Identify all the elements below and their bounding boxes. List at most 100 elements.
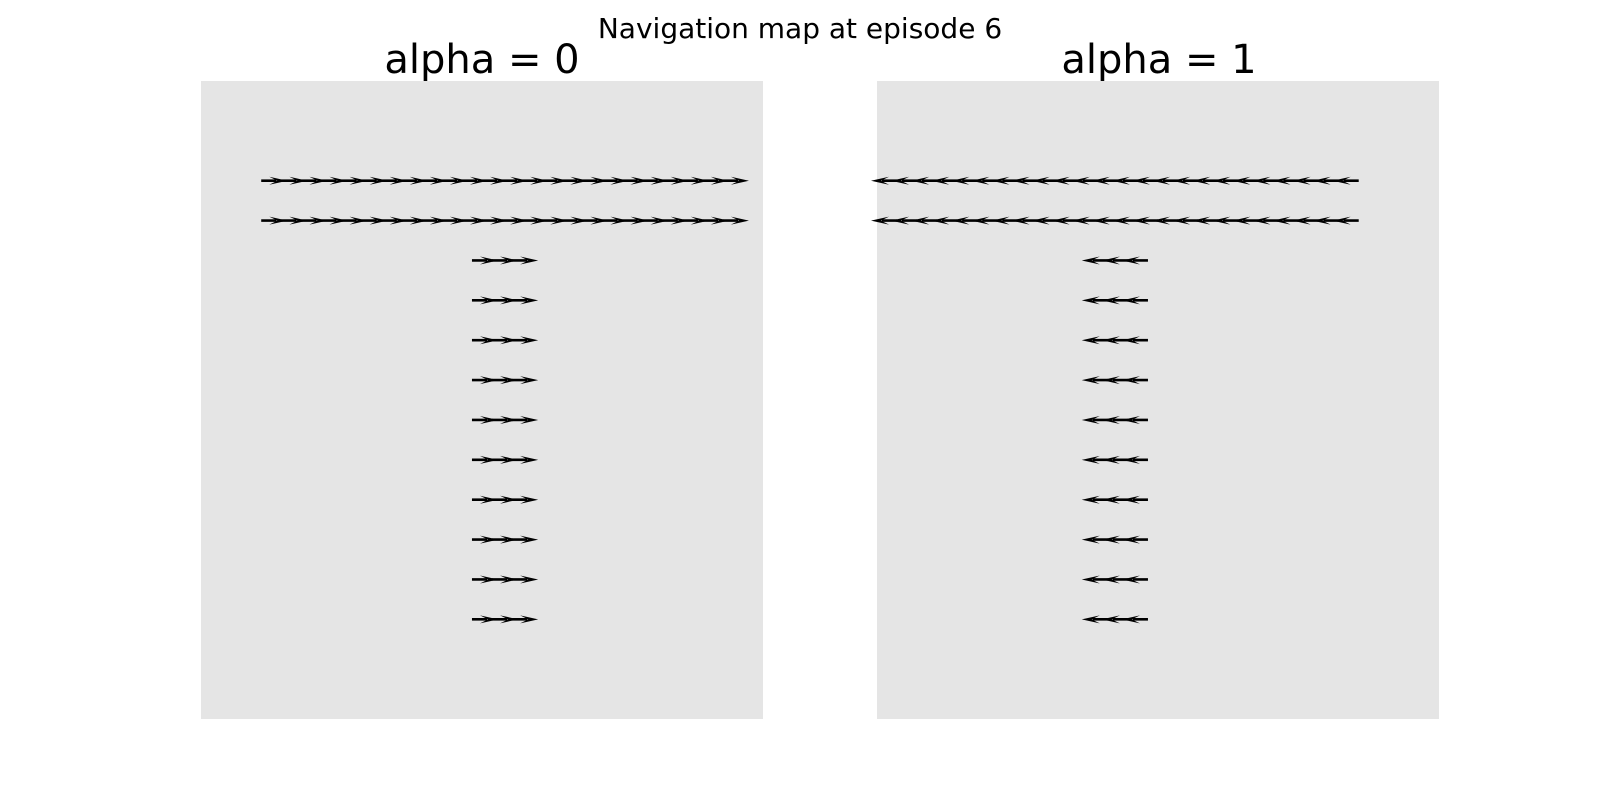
- arrow-head: [630, 216, 649, 225]
- arrow-head: [309, 176, 328, 185]
- arrow: [471, 455, 499, 464]
- arrow-head: [1151, 216, 1171, 225]
- arrow-head: [469, 176, 489, 185]
- arrow: [441, 216, 468, 225]
- arrow-head: [490, 176, 509, 185]
- arrow-head: [1101, 455, 1120, 464]
- arrow-head: [550, 176, 569, 185]
- arrow-head: [1081, 296, 1100, 305]
- arrow-head: [670, 176, 689, 185]
- arrow: [492, 376, 519, 385]
- arrow-head: [891, 216, 910, 225]
- arrow-head: [1131, 176, 1150, 185]
- arrow-head: [1292, 176, 1311, 185]
- arrow: [471, 495, 499, 504]
- arrow-head: [870, 216, 890, 225]
- arrow-row: [1081, 415, 1148, 424]
- arrow-head: [710, 216, 729, 225]
- arrow: [512, 256, 539, 265]
- arrow: [512, 615, 539, 624]
- arrow-head: [1272, 216, 1291, 225]
- arrow-head: [500, 495, 519, 504]
- arrow: [562, 176, 589, 185]
- arrow: [1121, 575, 1148, 584]
- arrow-head: [329, 176, 348, 185]
- arrow-head: [1121, 535, 1140, 544]
- arrow-head: [500, 415, 519, 424]
- arrow-head: [479, 535, 499, 544]
- arrow-head: [1121, 615, 1140, 624]
- arrow: [341, 176, 368, 185]
- arrow: [492, 256, 519, 265]
- arrow-row: [1081, 376, 1148, 385]
- arrow: [502, 176, 529, 185]
- arrow: [301, 176, 328, 185]
- arrow-head: [1101, 535, 1120, 544]
- arrow-row: [1081, 535, 1148, 544]
- arrow-head: [971, 216, 990, 225]
- arrow-head: [1121, 296, 1140, 305]
- arrow-head: [891, 176, 910, 185]
- arrow-head: [1051, 176, 1070, 185]
- arrow: [471, 415, 499, 424]
- arrow-head: [710, 176, 729, 185]
- arrow: [582, 176, 609, 185]
- arrow: [682, 216, 709, 225]
- arrow: [642, 216, 669, 225]
- arrow-head: [1011, 216, 1030, 225]
- panel-alpha-1: alpha = 1: [870, 37, 1439, 719]
- arrow-head: [1081, 256, 1100, 265]
- arrow: [642, 176, 669, 185]
- arrow-head: [329, 216, 348, 225]
- arrow-head: [429, 176, 448, 185]
- arrow-row: [1081, 455, 1148, 464]
- arrow-head: [479, 455, 499, 464]
- arrow-head: [951, 216, 970, 225]
- arrow-head: [1101, 376, 1120, 385]
- arrow-head: [1121, 415, 1140, 424]
- arrow: [1121, 415, 1148, 424]
- arrow-head: [269, 176, 288, 185]
- arrow: [461, 216, 489, 225]
- arrow-head: [1031, 216, 1050, 225]
- arrow-row: [471, 415, 539, 424]
- arrow-head: [520, 575, 539, 584]
- arrow: [461, 176, 489, 185]
- arrow: [622, 176, 649, 185]
- arrow: [281, 216, 308, 225]
- arrow-head: [500, 455, 519, 464]
- arrow-head: [1081, 415, 1100, 424]
- arrow-row: [471, 495, 539, 504]
- arrow: [512, 336, 539, 345]
- arrow-head: [1081, 535, 1100, 544]
- arrow: [471, 615, 499, 624]
- arrow-head: [1101, 495, 1120, 504]
- arrow-head: [1081, 615, 1100, 624]
- arrow-head: [349, 176, 368, 185]
- arrow: [682, 176, 709, 185]
- arrow-head: [1292, 216, 1311, 225]
- arrow-head: [1121, 455, 1140, 464]
- arrow-head: [479, 415, 499, 424]
- arrow-head: [690, 216, 709, 225]
- arrow: [1121, 376, 1148, 385]
- arrow: [1332, 176, 1359, 185]
- arrow-row: [1081, 495, 1148, 504]
- arrow-head: [1312, 176, 1331, 185]
- arrow-head: [479, 296, 499, 305]
- arrow-head: [1252, 216, 1271, 225]
- arrow-head: [389, 176, 408, 185]
- arrow: [321, 216, 348, 225]
- arrow-head: [1272, 176, 1291, 185]
- arrow: [622, 216, 649, 225]
- arrow-head: [479, 495, 499, 504]
- arrow-field-alpha-0: [261, 176, 749, 624]
- arrow-row: [471, 535, 539, 544]
- arrow-row: [471, 256, 539, 265]
- arrow-head: [479, 376, 499, 385]
- arrow: [492, 535, 519, 544]
- arrow: [512, 535, 539, 544]
- arrow: [512, 575, 539, 584]
- arrow: [1121, 615, 1148, 624]
